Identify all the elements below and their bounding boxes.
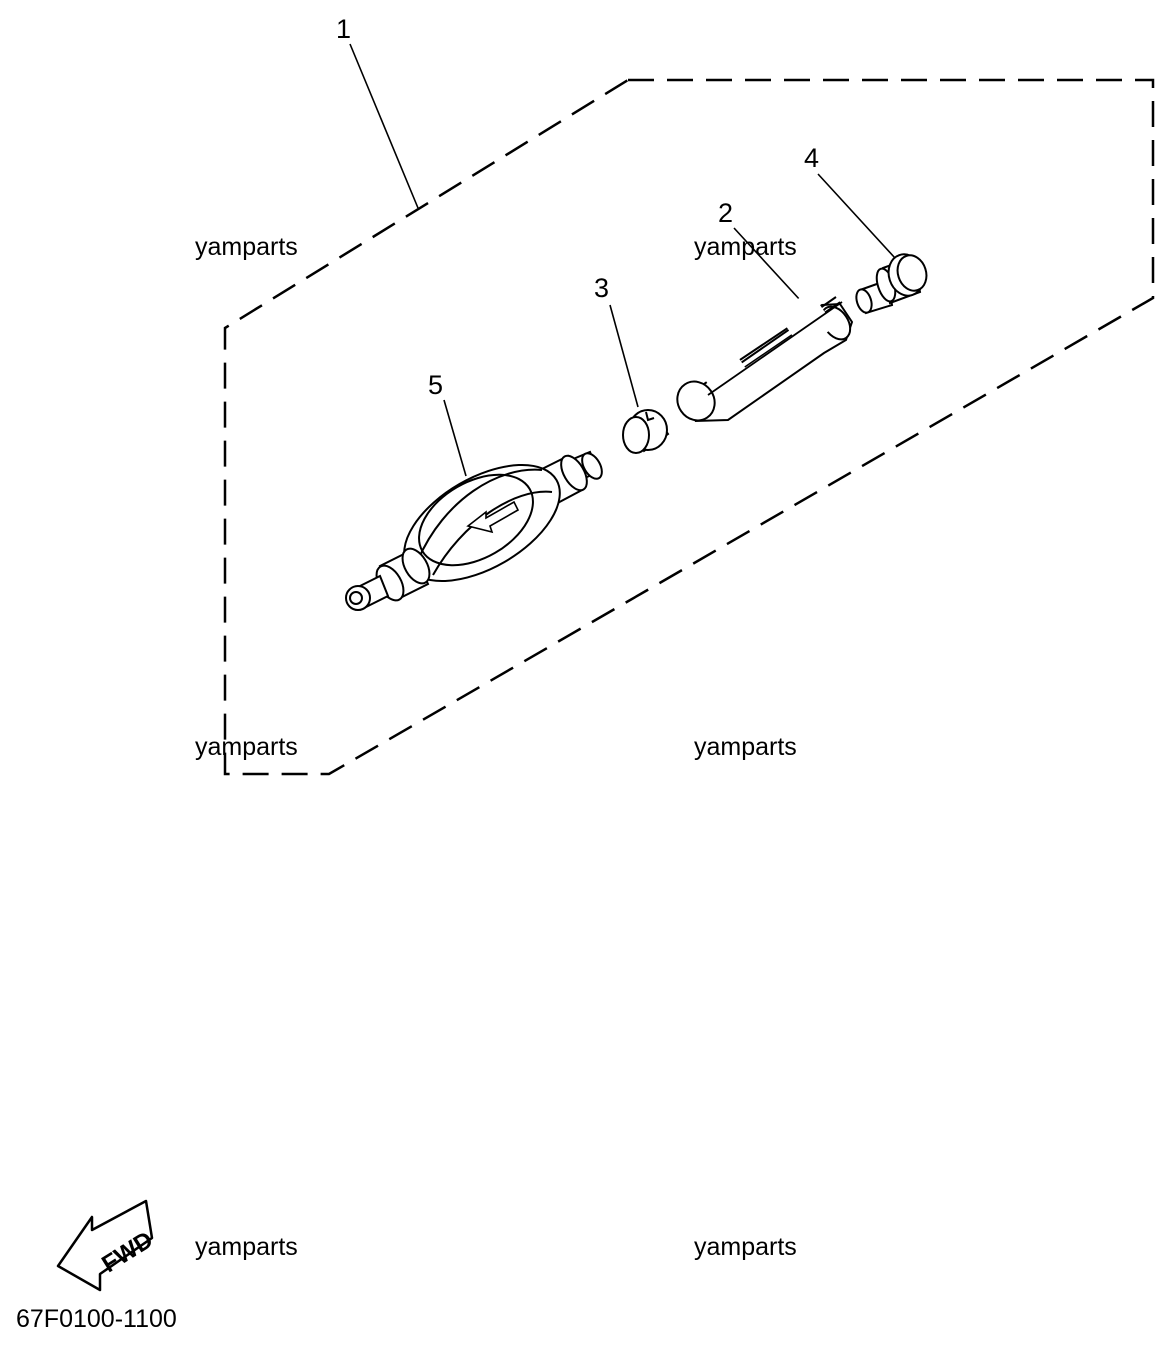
callout-2: 2 — [718, 198, 733, 228]
watermark-text: yamparts — [195, 733, 298, 761]
watermark-text: yamparts — [694, 733, 797, 761]
leader-line-5 — [443, 399, 467, 477]
clip-part-3 — [622, 409, 670, 454]
leader-line-4 — [817, 173, 896, 259]
callout-1: 1 — [336, 14, 351, 44]
watermark-text: yamparts — [195, 1233, 298, 1261]
kit-outline-dashed — [223, 78, 1155, 776]
callout-5: 5 — [428, 370, 443, 400]
primer-pump-part-5 — [345, 450, 603, 611]
leader-line-3 — [609, 304, 639, 408]
fuel-hose-part-2 — [676, 290, 854, 423]
diagram-code: 67F0100-1100 — [16, 1305, 177, 1333]
leader-line-1 — [349, 43, 419, 209]
fwd-arrow-icon: FWD — [56, 1199, 158, 1292]
leader-lines — [349, 43, 896, 477]
callout-4: 4 — [804, 143, 819, 173]
watermark-text: yamparts — [195, 233, 298, 261]
watermark-text: yamparts — [694, 233, 797, 261]
watermark-text: yamparts — [694, 1233, 797, 1261]
callout-3: 3 — [594, 273, 609, 303]
hose-joint-part-4 — [855, 253, 928, 315]
